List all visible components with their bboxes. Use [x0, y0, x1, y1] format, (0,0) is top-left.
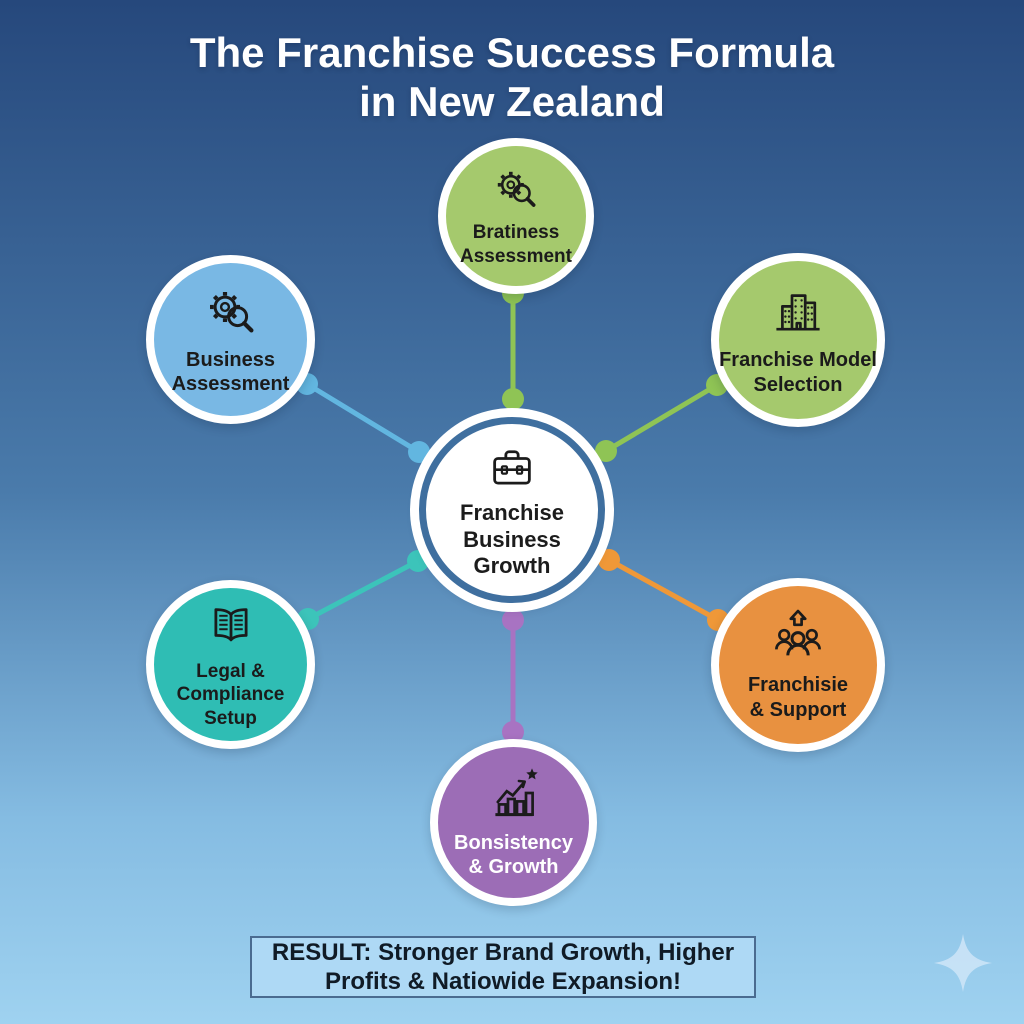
- connector-dot: [595, 440, 617, 462]
- node-label: Business Assessment: [172, 348, 290, 397]
- label-line: Bratiness: [472, 222, 560, 244]
- node-bratiness-assessment: Bratiness Assessment: [438, 138, 594, 294]
- connector-bottom-left: [297, 550, 429, 630]
- label-line: Business: [463, 526, 561, 552]
- label-line: Assessment: [460, 245, 572, 267]
- title-line-1: The Franchise Success Formula: [189, 29, 835, 76]
- connector-bottom-right: [598, 549, 729, 631]
- label-line: Legal &: [196, 661, 265, 683]
- title-line-2: in New Zealand: [359, 78, 665, 126]
- label-line: Franchise Model: [719, 349, 877, 372]
- page-title: The Franchise Success Formula in New Zea…: [0, 28, 1024, 126]
- open-book-icon: [203, 599, 259, 655]
- node-label: Franchisie & Support: [748, 673, 848, 722]
- label-line: Compliance: [176, 684, 285, 706]
- banner-line-1: RESULT: Stronger Brand Growth, Higher: [271, 938, 735, 966]
- growth-chart-icon: [484, 766, 544, 826]
- label-line: Selection: [753, 373, 843, 396]
- connector-dot: [502, 721, 524, 743]
- node-franchise-model-selection: Franchise Model Selection: [711, 253, 885, 427]
- label-line: & Growth: [468, 856, 559, 878]
- label-line: Franchisie: [747, 674, 849, 697]
- building-icon: [768, 283, 828, 343]
- node-business-assessment: Business Assessment: [146, 255, 315, 424]
- node-label: Bratiness Assessment: [460, 221, 572, 267]
- node-legal-compliance-setup: Legal & Compliance Setup: [146, 580, 315, 749]
- connector-dot: [502, 609, 524, 631]
- sparkle-icon: [930, 930, 996, 996]
- node-label: Legal & Compliance Setup: [177, 660, 285, 730]
- connector-dot: [408, 441, 430, 463]
- node-label: Bonsistency & Growth: [454, 831, 573, 880]
- label-line: Bonsistency: [454, 831, 573, 854]
- team-growth-icon: [768, 608, 828, 668]
- label-line: Business: [186, 348, 275, 371]
- gear-magnifier-icon: [490, 164, 542, 216]
- node-franchisie-support: Franchisie & Support: [711, 578, 885, 752]
- connector-top-left: [296, 373, 430, 463]
- node-bonsistency-growth: Bonsistency & Growth: [430, 739, 597, 906]
- connector-top-right: [595, 374, 728, 462]
- label-line: & Support: [749, 698, 847, 721]
- connector-top: [502, 282, 524, 410]
- label-line: Assessment: [171, 373, 290, 395]
- briefcase-icon: [484, 440, 540, 496]
- connector-dot: [407, 550, 429, 572]
- node-franchise-business-growth: Franchise Business Growth: [419, 417, 605, 603]
- label-line: Setup: [204, 707, 257, 729]
- connector-bottom: [502, 609, 524, 743]
- connector-dot: [598, 549, 620, 571]
- node-label: Franchise Business Growth: [460, 500, 564, 579]
- label-line: Franchise: [460, 500, 564, 526]
- result-banner: RESULT: Stronger Brand Growth, Higher Pr…: [250, 936, 756, 998]
- connector-dot: [502, 388, 524, 410]
- gear-magnifier-icon: [201, 283, 261, 343]
- banner-line-2: Profits & Natiowide Expansion!: [324, 968, 682, 995]
- node-label: Franchise Model Selection: [719, 348, 877, 397]
- label-line: Growth: [473, 553, 551, 579]
- sparkle-decoration: [930, 930, 996, 996]
